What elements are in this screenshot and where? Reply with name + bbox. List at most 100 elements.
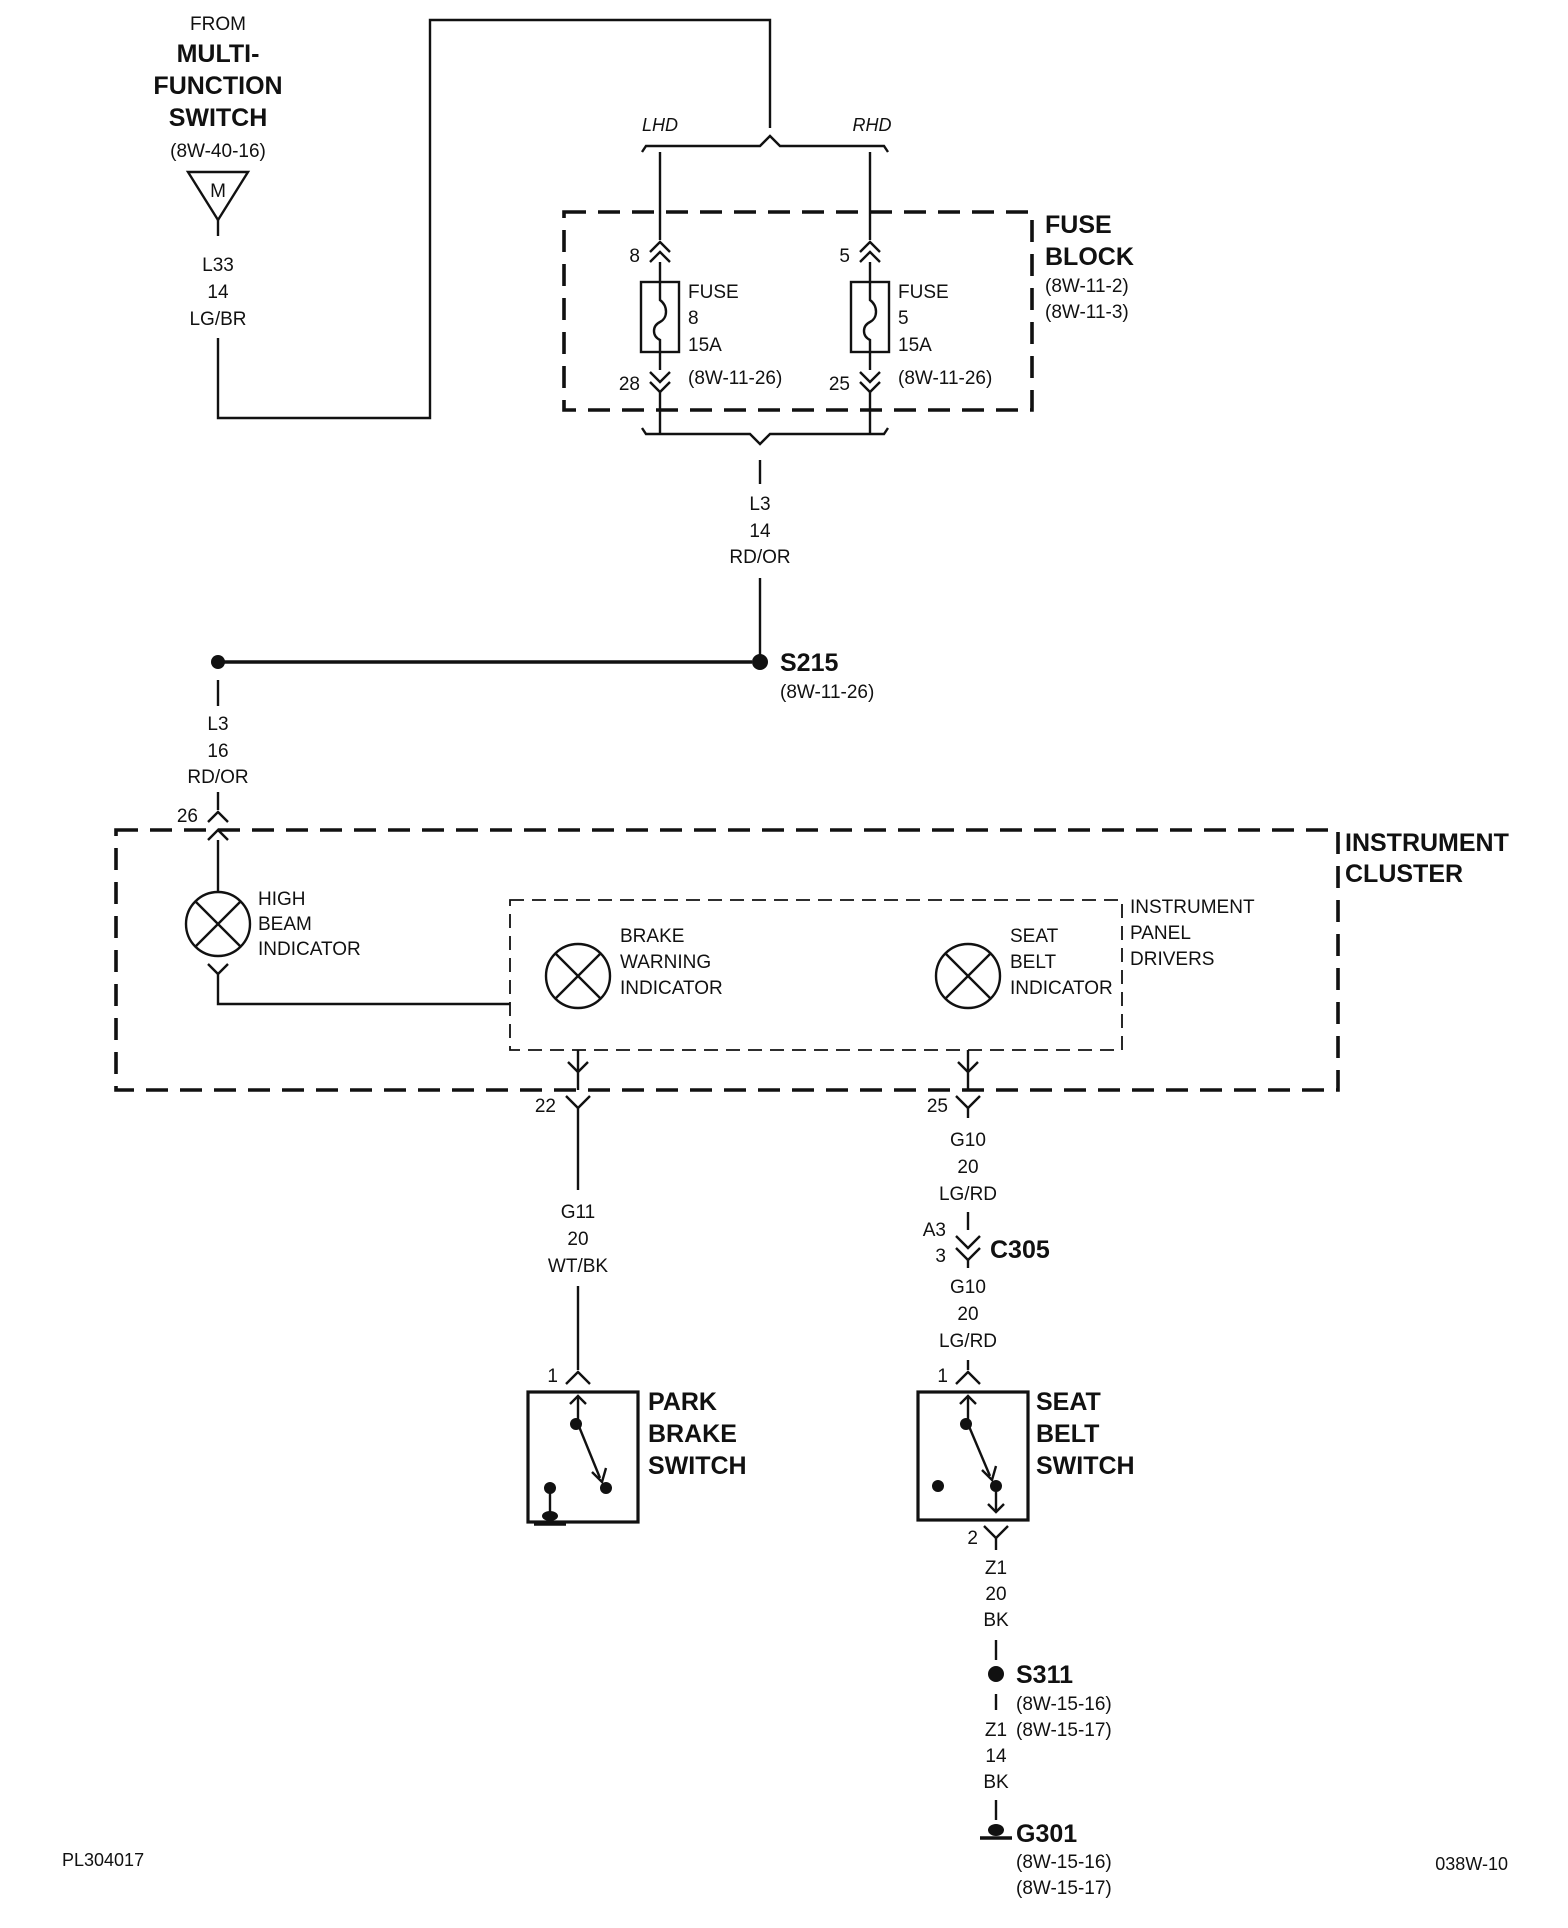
seat-belt-indicator-label-line2: BELT — [1010, 952, 1057, 973]
wire-l3-16-gauge: 16 — [207, 741, 228, 762]
fuse-8-word: FUSE — [688, 282, 739, 303]
fuse-block-ref2: (8W-11-3) — [1045, 302, 1129, 323]
seat-belt-switch-pin-2-connector-icon — [983, 1525, 1009, 1540]
splice-s215-dot — [752, 654, 768, 670]
drivers-label-line2: PANEL — [1130, 923, 1191, 944]
wire-g10-a-circuit: G10 — [950, 1130, 986, 1151]
fuse-5-element-icon — [862, 282, 878, 352]
high-beam-label-line2: BEAM — [258, 914, 312, 935]
mfs-ref: (8W-40-16) — [170, 141, 266, 162]
splice-s311-dot — [988, 1666, 1004, 1682]
fuse-5: 5 25 FUSE 5 15A (8W-11-26) — [829, 152, 992, 434]
mfs-connector-tag: M — [210, 181, 226, 202]
seat-belt-switch: SEAT BELT SWITCH 2 — [916, 1388, 1135, 1550]
cluster-pin-25-connector-icon — [955, 1095, 981, 1110]
brake-warning-label-line3: INDICATOR — [620, 978, 723, 999]
rhd-label: RHD — [853, 115, 892, 135]
instrument-cluster-name-line2: CLUSTER — [1345, 860, 1463, 888]
seat-belt-switch-label-line3: SWITCH — [1036, 1452, 1135, 1480]
fuse-block-name-line2: BLOCK — [1045, 243, 1134, 271]
wire-g10-b-circuit: G10 — [950, 1277, 986, 1298]
park-brake-switch: PARK BRAKE SWITCH — [526, 1388, 747, 1526]
fuse-8-in-connector-icon — [649, 240, 671, 263]
fuse-5-out-connector-icon — [859, 371, 881, 394]
wire-z1-14-gauge: 14 — [985, 1746, 1007, 1767]
mfs-from-label: FROM — [190, 14, 246, 35]
ground-g301-ref1: (8W-15-16) — [1016, 1852, 1112, 1873]
park-brake-switch-box — [526, 1390, 640, 1524]
drivers-label-line1: INSTRUMENT — [1130, 897, 1255, 918]
seat-belt-indicator-lamp-icon — [934, 942, 1002, 1010]
wire-z1-20-gauge: 20 — [985, 1584, 1006, 1605]
park-brake-pin-1: 1 — [547, 1366, 558, 1387]
fuse-5-ref: (8W-11-26) — [898, 368, 992, 389]
wire-l33-circuit: L33 — [202, 255, 234, 276]
wire-g10-b-color: LG/RD — [939, 1331, 997, 1352]
wire-l3-16-circuit: L3 — [207, 714, 228, 735]
ground-g301-icon — [988, 1824, 1004, 1836]
high-beam-indicator-lamp-icon — [184, 890, 252, 958]
wire-g11-group: 22 G11 20 WT/BK 1 — [535, 1095, 608, 1387]
high-beam-label-line1: HIGH — [258, 889, 306, 910]
splice-left-dot — [211, 655, 225, 669]
wire-z1-20-circuit: Z1 — [985, 1558, 1007, 1579]
seat-belt-switch-arm — [966, 1423, 992, 1477]
c305-pin-a: A3 — [923, 1220, 946, 1241]
fuse-5-word: FUSE — [898, 282, 949, 303]
seat-belt-switch-box — [916, 1390, 1030, 1522]
fuse-block-dashed-outline — [562, 210, 1034, 412]
wire-high-beam-to-drivers — [216, 974, 510, 1006]
fuse-8-ref: (8W-11-26) — [688, 368, 782, 389]
seat-belt-switch-pin-1-connector-icon — [955, 1370, 981, 1385]
fuse-5-number: 5 — [898, 308, 909, 329]
cluster-pin-25-inner-connector-icon — [957, 1061, 979, 1074]
seat-belt-switch-label-line2: BELT — [1036, 1420, 1099, 1448]
fuse-block: FUSE BLOCK (8W-11-2) (8W-11-3) 8 28 FUSE… — [562, 152, 1134, 446]
drivers-label-line3: DRIVERS — [1130, 949, 1214, 970]
fuse-8-number: 8 — [688, 308, 699, 329]
mfs-name-line1: MULTI- — [177, 40, 260, 68]
wire-g11-circuit: G11 — [561, 1202, 596, 1223]
wire-l33 — [216, 18, 772, 420]
wire-z1-14-color: BK — [983, 1772, 1009, 1793]
splice-s215: S215 (8W-11-26) L3 16 RD/OR 26 — [177, 649, 874, 841]
splice-s311-name: S311 — [1016, 1661, 1073, 1689]
cluster-pin-22-inner-connector-icon — [567, 1061, 589, 1074]
wire-l3-14-group: L3 14 RD/OR — [729, 460, 791, 658]
ground-g301-name: G301 — [1016, 1820, 1077, 1848]
c305-name: C305 — [990, 1236, 1050, 1264]
wire-g11-color: WT/BK — [548, 1256, 608, 1277]
instrument-panel-drivers-outline — [509, 899, 1123, 1051]
splice-s215-name: S215 — [780, 649, 838, 677]
seat-belt-indicator-label-line1: SEAT — [1010, 926, 1059, 947]
lhd-rhd-split: LHD RHD — [641, 115, 892, 153]
splice-s311-ref2: (8W-15-17) — [1016, 1720, 1112, 1741]
footer-drawing-id: PL304017 — [62, 1850, 144, 1870]
fuse-block-ref1: (8W-11-2) — [1045, 276, 1129, 297]
park-brake-label-line2: BRAKE — [648, 1420, 737, 1448]
instrument-cluster: INSTRUMENT CLUSTER HIGH BEAM INDICATOR I… — [114, 828, 1509, 1092]
wire-l33-color: LG/BR — [189, 309, 246, 330]
park-brake-switch-arm — [576, 1423, 602, 1479]
park-brake-ground-icon — [542, 1511, 558, 1521]
fuse-8-amps: 15A — [688, 335, 722, 356]
wire-g10-b-gauge: 20 — [957, 1304, 978, 1325]
wire-l33-gauge: 14 — [207, 282, 229, 303]
c305-pin-b: 3 — [935, 1246, 946, 1267]
footer-page-code: 038W-10 — [1435, 1854, 1508, 1874]
park-brake-label-line1: PARK — [648, 1388, 717, 1416]
seat-belt-switch-label-line1: SEAT — [1036, 1388, 1101, 1416]
multi-function-switch: FROM MULTI- FUNCTION SWITCH (8W-40-16) M… — [153, 14, 772, 420]
instrument-cluster-name-line1: INSTRUMENT — [1345, 829, 1509, 857]
ground-g301-ref2: (8W-15-17) — [1016, 1878, 1112, 1899]
instrument-cluster-dashed-outline — [114, 828, 1340, 1092]
bottom-brace — [641, 427, 889, 446]
wire-g10-group: 25 G10 20 LG/RD A3 3 C305 G10 20 LG/RD 1 — [923, 1095, 1050, 1387]
cluster-pin-25: 25 — [927, 1096, 948, 1117]
brake-warning-label-line2: WARNING — [620, 952, 711, 973]
wire-l3-14-gauge: 14 — [749, 521, 771, 542]
seat-belt-switch-pin-2: 2 — [967, 1528, 978, 1549]
fuse-5-pin-out: 25 — [829, 374, 850, 395]
wire-g10-a-color: LG/RD — [939, 1184, 997, 1205]
